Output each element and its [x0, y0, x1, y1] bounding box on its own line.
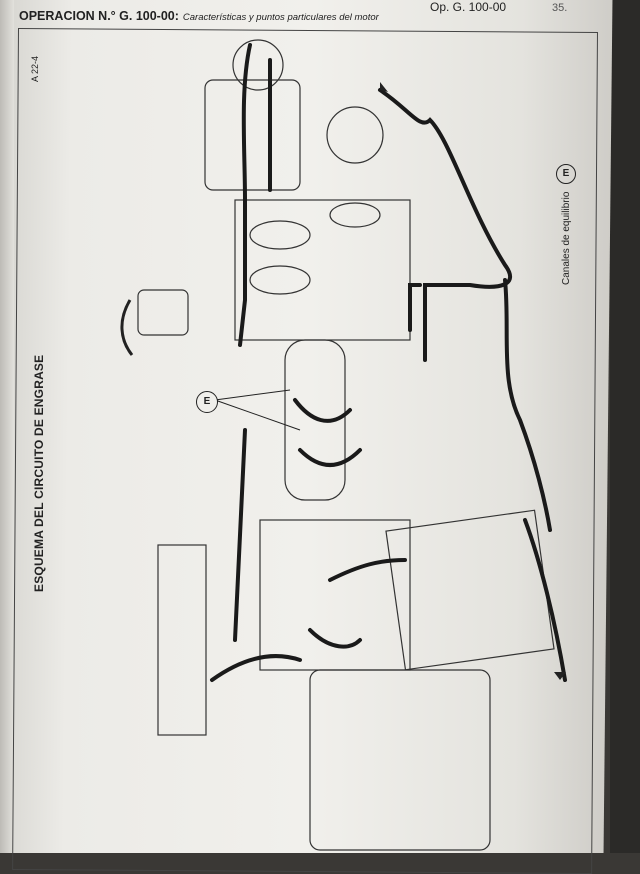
rotation-arrow [120, 299, 134, 356]
oil-channels [210, 43, 567, 682]
cylinder-bore [249, 265, 311, 295]
camshaft-gear [232, 39, 284, 91]
oil-channel [378, 88, 513, 362]
oil-channel [328, 558, 407, 582]
oil-cooler [157, 544, 207, 736]
lubrication-circuit-diagram [120, 39, 567, 851]
oil-channel [308, 628, 362, 649]
page-number: 35. [552, 2, 568, 14]
operation-reference: Op. G. 100-00 [430, 0, 507, 14]
oil-channel [298, 448, 362, 467]
arrow-head-icon [380, 82, 388, 92]
cylinder-bore [249, 220, 311, 250]
timing-gear-housing [204, 79, 301, 191]
oil-channel [523, 518, 567, 682]
oil-channel [210, 654, 302, 682]
crankshaft [284, 339, 346, 501]
callout-leader [214, 399, 301, 431]
distributor-gear [326, 106, 384, 164]
lower-cylinder-head [309, 669, 491, 851]
callout-leader [214, 389, 291, 401]
oil-channel [408, 283, 422, 332]
upper-cylinder-block [234, 199, 411, 341]
page-header: OPERACION N.° G. 100-00:Características … [19, 9, 379, 23]
arrow-head-icon [554, 672, 566, 680]
oil-channel [233, 428, 247, 642]
operation-title: OPERACION N.° G. 100-00: [19, 9, 179, 23]
background-edge [610, 0, 640, 853]
oil-filter [137, 289, 189, 336]
previous-page-edge [0, 0, 14, 853]
cylinder-bore [329, 202, 381, 228]
operation-subtitle: Características y puntos particulares de… [182, 12, 379, 23]
engine-drawing [137, 39, 555, 851]
oil-channel [503, 278, 552, 532]
oil-channel [293, 398, 352, 423]
callout-e: E [196, 391, 218, 413]
oil-channel [238, 43, 252, 347]
